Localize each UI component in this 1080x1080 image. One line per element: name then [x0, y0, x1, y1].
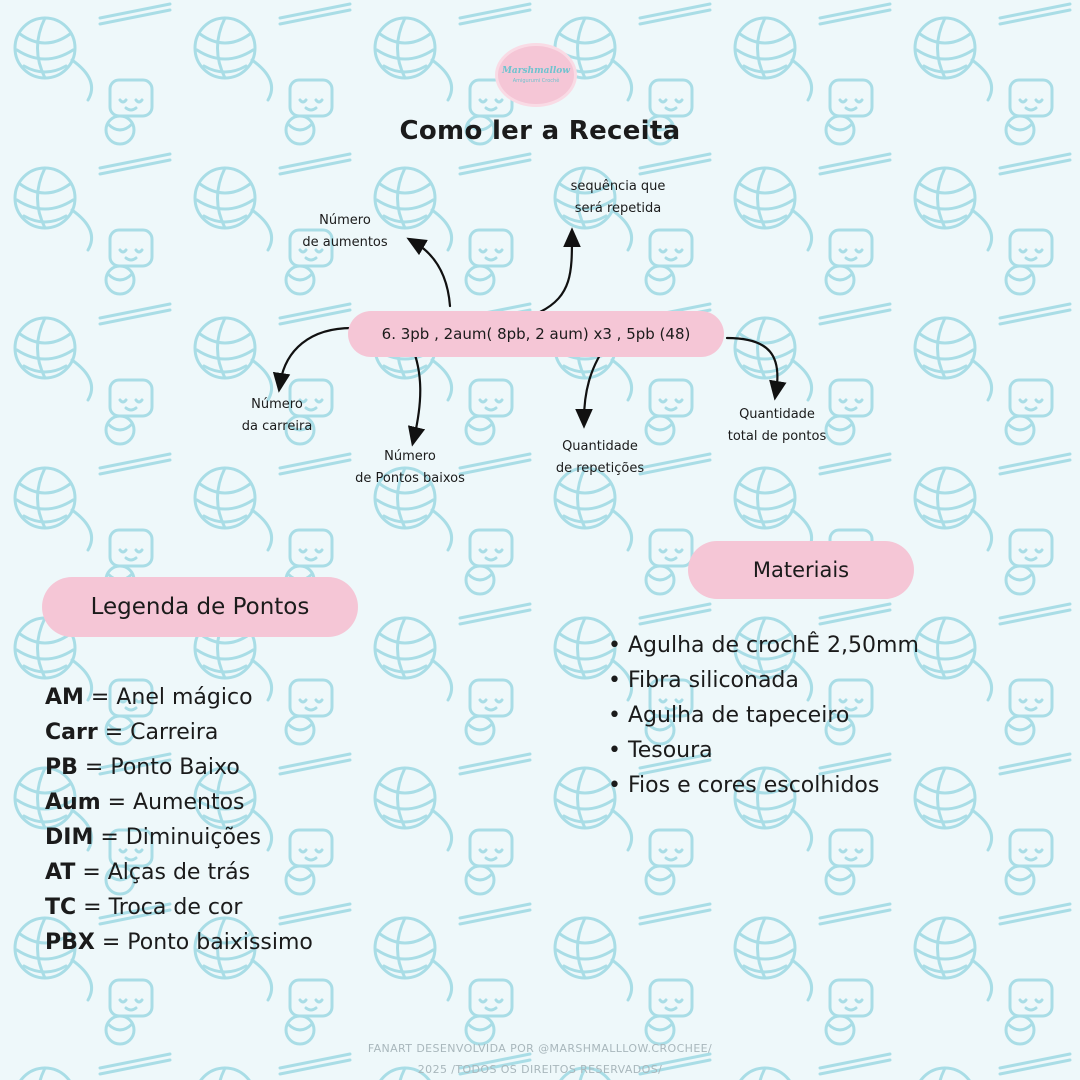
list-item: Aum = Aumentos: [45, 790, 245, 815]
arrow-aumentos: [406, 237, 452, 308]
annotation-carreira: Número da carreira: [241, 397, 313, 434]
annotation-repeticoes: Quantidade de repetições: [555, 439, 645, 476]
list-item: AT = Alças de trás: [45, 860, 251, 885]
brand-logo: Marshmallow Amigurumi Crochê: [498, 46, 574, 104]
bullet: •: [608, 633, 621, 658]
list-item: PB = Ponto Baixo: [45, 755, 240, 780]
bullet: •: [608, 738, 621, 763]
list-item: AM = Anel mágico: [45, 685, 253, 710]
logo-subtext: Amigurumi Crochê: [512, 78, 560, 84]
arrow-total: [725, 336, 787, 401]
list-item: •Agulha de tapeceiro: [608, 698, 919, 733]
list-item: •Fios e cores escolhidos: [608, 768, 919, 803]
bullet: •: [608, 703, 621, 728]
list-item: DIM = Diminuições: [45, 825, 261, 850]
bullet: •: [608, 773, 621, 798]
annotation-total: Quantidade total de pontos: [727, 407, 827, 444]
annotation-aumentos: Número de aumentos: [302, 213, 388, 250]
recipe-formula: 6. 3pb , 2aum( 8pb, 2 aum) x3 , 5pb (48): [348, 311, 724, 357]
annotation-pontos-baixos: Número de Pontos baixos: [355, 449, 465, 486]
materials-title: Materiais: [688, 541, 914, 599]
list-item: •Tesoura: [608, 733, 919, 768]
list-item: •Agulha de crochÊ 2,50mm: [608, 628, 919, 663]
materials-list: •Agulha de crochÊ 2,50mm •Fibra silicona…: [608, 628, 919, 803]
bullet: •: [608, 668, 621, 693]
logo-text: Marshmallow: [501, 66, 571, 76]
list-item: PBX = Ponto baixissimo: [45, 930, 313, 955]
list-item: TC = Troca de cor: [45, 895, 243, 920]
arrow-sequencia: [538, 227, 581, 314]
page-title: Como ler a Receita: [399, 116, 681, 146]
list-item: •Fibra siliconada: [608, 663, 919, 698]
annotation-sequencia: sequência que será repetida: [570, 179, 666, 216]
arrow-carreira: [272, 326, 354, 393]
footer-credits: FANART DESENVOLVIDA POR @MARSHMALLLOW.CR…: [367, 1042, 713, 1076]
list-item: Carr = Carreira: [45, 720, 219, 745]
legend-title: Legenda de Pontos: [42, 577, 358, 637]
legend-list: AM = Anel mágico Carr = Carreira PB = Po…: [45, 680, 313, 960]
